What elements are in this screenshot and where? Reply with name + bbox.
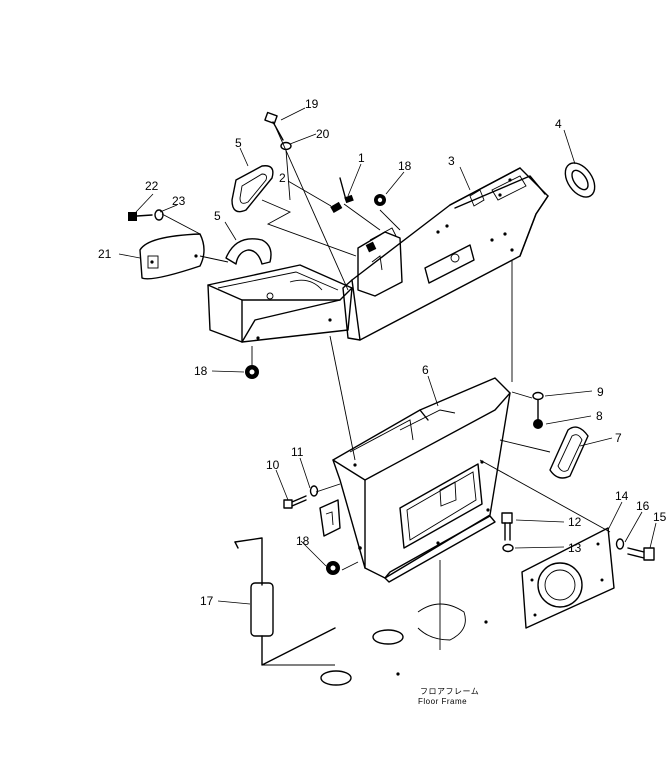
nut-18-bottom — [326, 561, 340, 575]
label-16: 16 — [636, 499, 650, 513]
label-3: 3 — [448, 154, 455, 168]
seal-4 — [564, 162, 596, 198]
label-4: 4 — [555, 117, 562, 131]
upper-console-housing — [342, 167, 549, 341]
label-5-lower: 5 — [214, 209, 221, 223]
cylinder-17 — [234, 537, 336, 666]
callout-leaders — [118, 107, 657, 605]
label-22: 22 — [145, 179, 159, 193]
label-18-left: 18 — [194, 364, 208, 378]
label-13: 13 — [568, 541, 582, 555]
label-5-upper: 5 — [235, 136, 242, 150]
floor-frame-caption: フロアフレーム Floor Frame — [418, 687, 479, 706]
caption-en: Floor Frame — [418, 697, 467, 706]
label-18-top: 18 — [398, 159, 412, 173]
label-18-bottom: 18 — [296, 534, 310, 548]
bolt-12 — [501, 512, 513, 541]
label-14: 14 — [615, 489, 629, 503]
lower-support-box — [319, 377, 511, 583]
part-labels: 1 2 3 4 5 5 6 7 8 9 10 11 12 13 14 15 16… — [98, 97, 667, 608]
nut-2 — [330, 201, 343, 213]
bolt-19 — [264, 111, 284, 141]
label-17: 17 — [200, 594, 214, 608]
floor-frame-outline — [320, 603, 488, 686]
assembly-lines — [161, 127, 611, 650]
front-tray — [207, 264, 353, 343]
washer-13 — [502, 543, 514, 553]
label-8: 8 — [596, 409, 603, 423]
cover-plate — [521, 527, 615, 629]
washer-9 — [532, 391, 544, 401]
nut-18-left — [245, 365, 259, 379]
bracket-21 — [139, 233, 205, 280]
label-12: 12 — [568, 515, 582, 529]
label-7: 7 — [615, 431, 622, 445]
label-1: 1 — [358, 151, 365, 165]
label-9: 9 — [597, 385, 604, 399]
label-20: 20 — [316, 127, 330, 141]
label-19: 19 — [305, 97, 319, 111]
bolt-22 — [128, 212, 153, 221]
label-6: 6 — [422, 363, 429, 377]
label-11: 11 — [291, 445, 304, 459]
washer-16 — [615, 538, 625, 550]
label-15: 15 — [653, 510, 667, 524]
label-2: 2 — [279, 171, 286, 185]
nut-18-top — [374, 194, 386, 206]
label-10: 10 — [266, 458, 280, 472]
label-23: 23 — [172, 194, 186, 208]
washer-11 — [309, 485, 319, 497]
caption-jp: フロアフレーム — [420, 687, 479, 696]
seal-7 — [549, 426, 589, 479]
bolt-8 — [533, 399, 543, 429]
bolt-1 — [339, 177, 354, 204]
seal-5-lower — [225, 238, 272, 265]
bolt-15 — [627, 547, 655, 561]
seal-5-upper — [231, 165, 274, 213]
label-21: 21 — [98, 247, 112, 261]
